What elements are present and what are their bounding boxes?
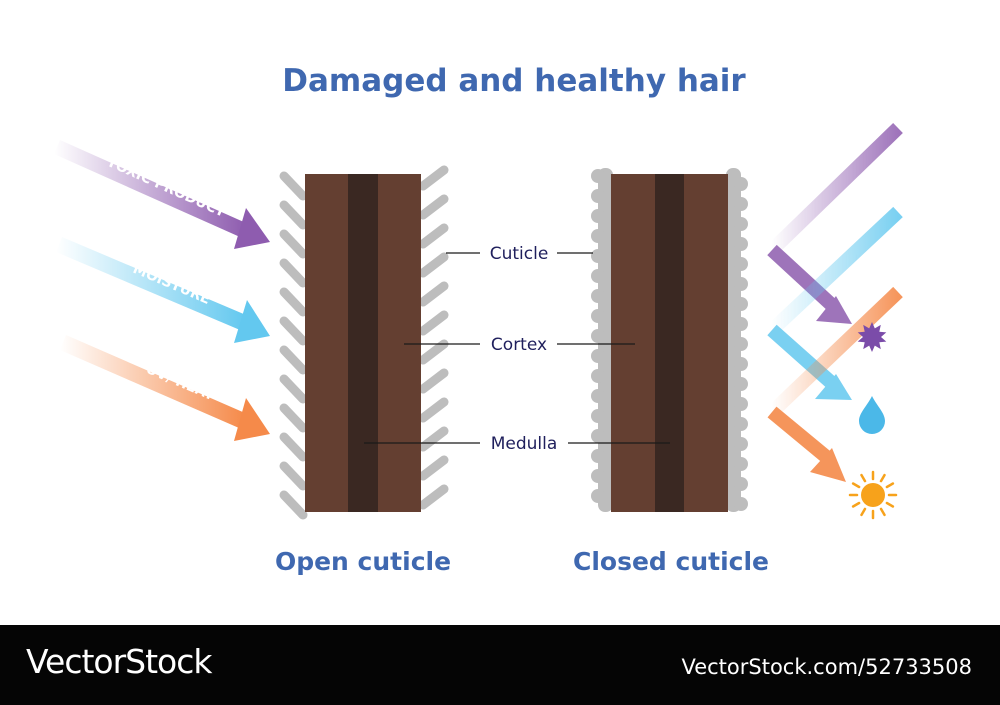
closed-bump-left — [591, 429, 605, 443]
sun-icon — [848, 470, 898, 520]
sun-ray — [860, 473, 867, 483]
closed-bump-right — [734, 257, 748, 271]
moisture-arrow: MOISTURE — [56, 237, 270, 343]
open-hair-shaft — [305, 174, 421, 512]
closed-bump-left — [591, 229, 605, 243]
closed-bump-right — [734, 237, 748, 251]
open-scale-left — [279, 403, 308, 433]
closed-bump-right — [734, 177, 748, 191]
closed-bump-left — [591, 349, 605, 363]
closed-bump-left — [591, 409, 605, 423]
cortex-label: Cortex — [491, 335, 547, 355]
closed-bump-right — [734, 317, 748, 331]
watermark-logo: VectorStock — [26, 642, 212, 681]
diagram-title: Damaged and healthy hair — [282, 63, 746, 99]
closed-bump-right — [734, 417, 748, 431]
open-scale-left — [279, 287, 308, 317]
closed-bump-right — [734, 497, 748, 511]
closed-bump-right — [734, 297, 748, 311]
closed-bump-left — [591, 289, 605, 303]
closed-bump-right — [734, 217, 748, 231]
open-scale-left — [279, 490, 308, 520]
sun-ray — [885, 501, 895, 508]
toxic-product-arrow: TOXIC PRODUCT — [54, 140, 270, 249]
open-scale-right — [418, 484, 449, 510]
open-scale-left — [279, 229, 308, 259]
open-hair-medulla — [348, 174, 378, 512]
open-cuticle-scales — [279, 165, 449, 520]
closed-bump-right — [734, 437, 748, 451]
open-scale-left — [279, 258, 308, 288]
closed-bump-right — [734, 337, 748, 351]
closed-bump-right — [734, 377, 748, 391]
closed-bump-left — [591, 489, 605, 503]
open-scale-left — [279, 200, 308, 230]
closed-bump-right — [734, 457, 748, 471]
sun-ray — [860, 507, 867, 517]
watermark-bar: VectorStock VectorStock.com/52733508 — [0, 625, 1000, 705]
open-scale-right — [418, 165, 449, 191]
uv-heat-arrow: UV/ HEAT — [60, 335, 270, 441]
closed-bump-right — [734, 397, 748, 411]
closed-bump-left — [591, 249, 605, 263]
closed-bump-left — [591, 389, 605, 403]
open-cuticle-caption: Open cuticle — [275, 547, 451, 576]
closed-hair-medulla — [655, 174, 684, 512]
closed-cuticle-scales — [591, 168, 748, 512]
closed-bump-left — [591, 309, 605, 323]
open-scale-right — [418, 223, 449, 249]
closed-hair-shaft — [611, 174, 728, 512]
cuticle-label: Cuticle — [490, 244, 549, 264]
closed-bump-left — [591, 329, 605, 343]
water-drop-icon — [859, 396, 885, 434]
closed-bump-right — [734, 197, 748, 211]
open-scale-right — [418, 397, 449, 423]
open-scale-right — [418, 455, 449, 481]
sun-ray — [879, 507, 886, 517]
sun-ray — [885, 482, 895, 489]
open-scale-right — [418, 426, 449, 452]
open-scale-left — [279, 316, 308, 346]
sun-ray — [851, 482, 861, 489]
watermark-id: VectorStock.com/52733508 — [681, 655, 972, 679]
open-scale-right — [418, 281, 449, 307]
closed-bump-left — [591, 449, 605, 463]
closed-bump-right — [734, 477, 748, 491]
closed-cuticle-caption: Closed cuticle — [573, 547, 769, 576]
open-scale-right — [418, 194, 449, 220]
open-scale-right — [418, 310, 449, 336]
medulla-label: Medulla — [491, 434, 558, 454]
closed-bump-right — [734, 357, 748, 371]
closed-bump-left — [591, 169, 605, 183]
uv-deflect-arrow — [761, 286, 903, 482]
sun-ray — [879, 473, 886, 483]
open-scale-left — [279, 171, 308, 201]
closed-bump-left — [591, 369, 605, 383]
open-scale-left — [279, 461, 308, 491]
closed-bump-left — [591, 269, 605, 283]
open-scale-right — [418, 339, 449, 365]
sun-ray — [851, 501, 861, 508]
open-scale-left — [279, 374, 308, 404]
closed-bump-left — [591, 209, 605, 223]
closed-bump-left — [591, 189, 605, 203]
hair-diagram: Damaged and healthy hair Cuticle Cortex … — [54, 63, 903, 576]
label-leaders — [364, 252, 670, 444]
spiky-star-icon — [857, 322, 887, 352]
toxic-product-label: TOXIC PRODUCT — [104, 154, 228, 221]
open-scale-right — [418, 252, 449, 278]
open-scale-left — [279, 432, 308, 462]
open-scale-left — [279, 345, 308, 375]
open-scale-right — [418, 368, 449, 394]
closed-bump-left — [591, 469, 605, 483]
closed-bump-right — [734, 277, 748, 291]
